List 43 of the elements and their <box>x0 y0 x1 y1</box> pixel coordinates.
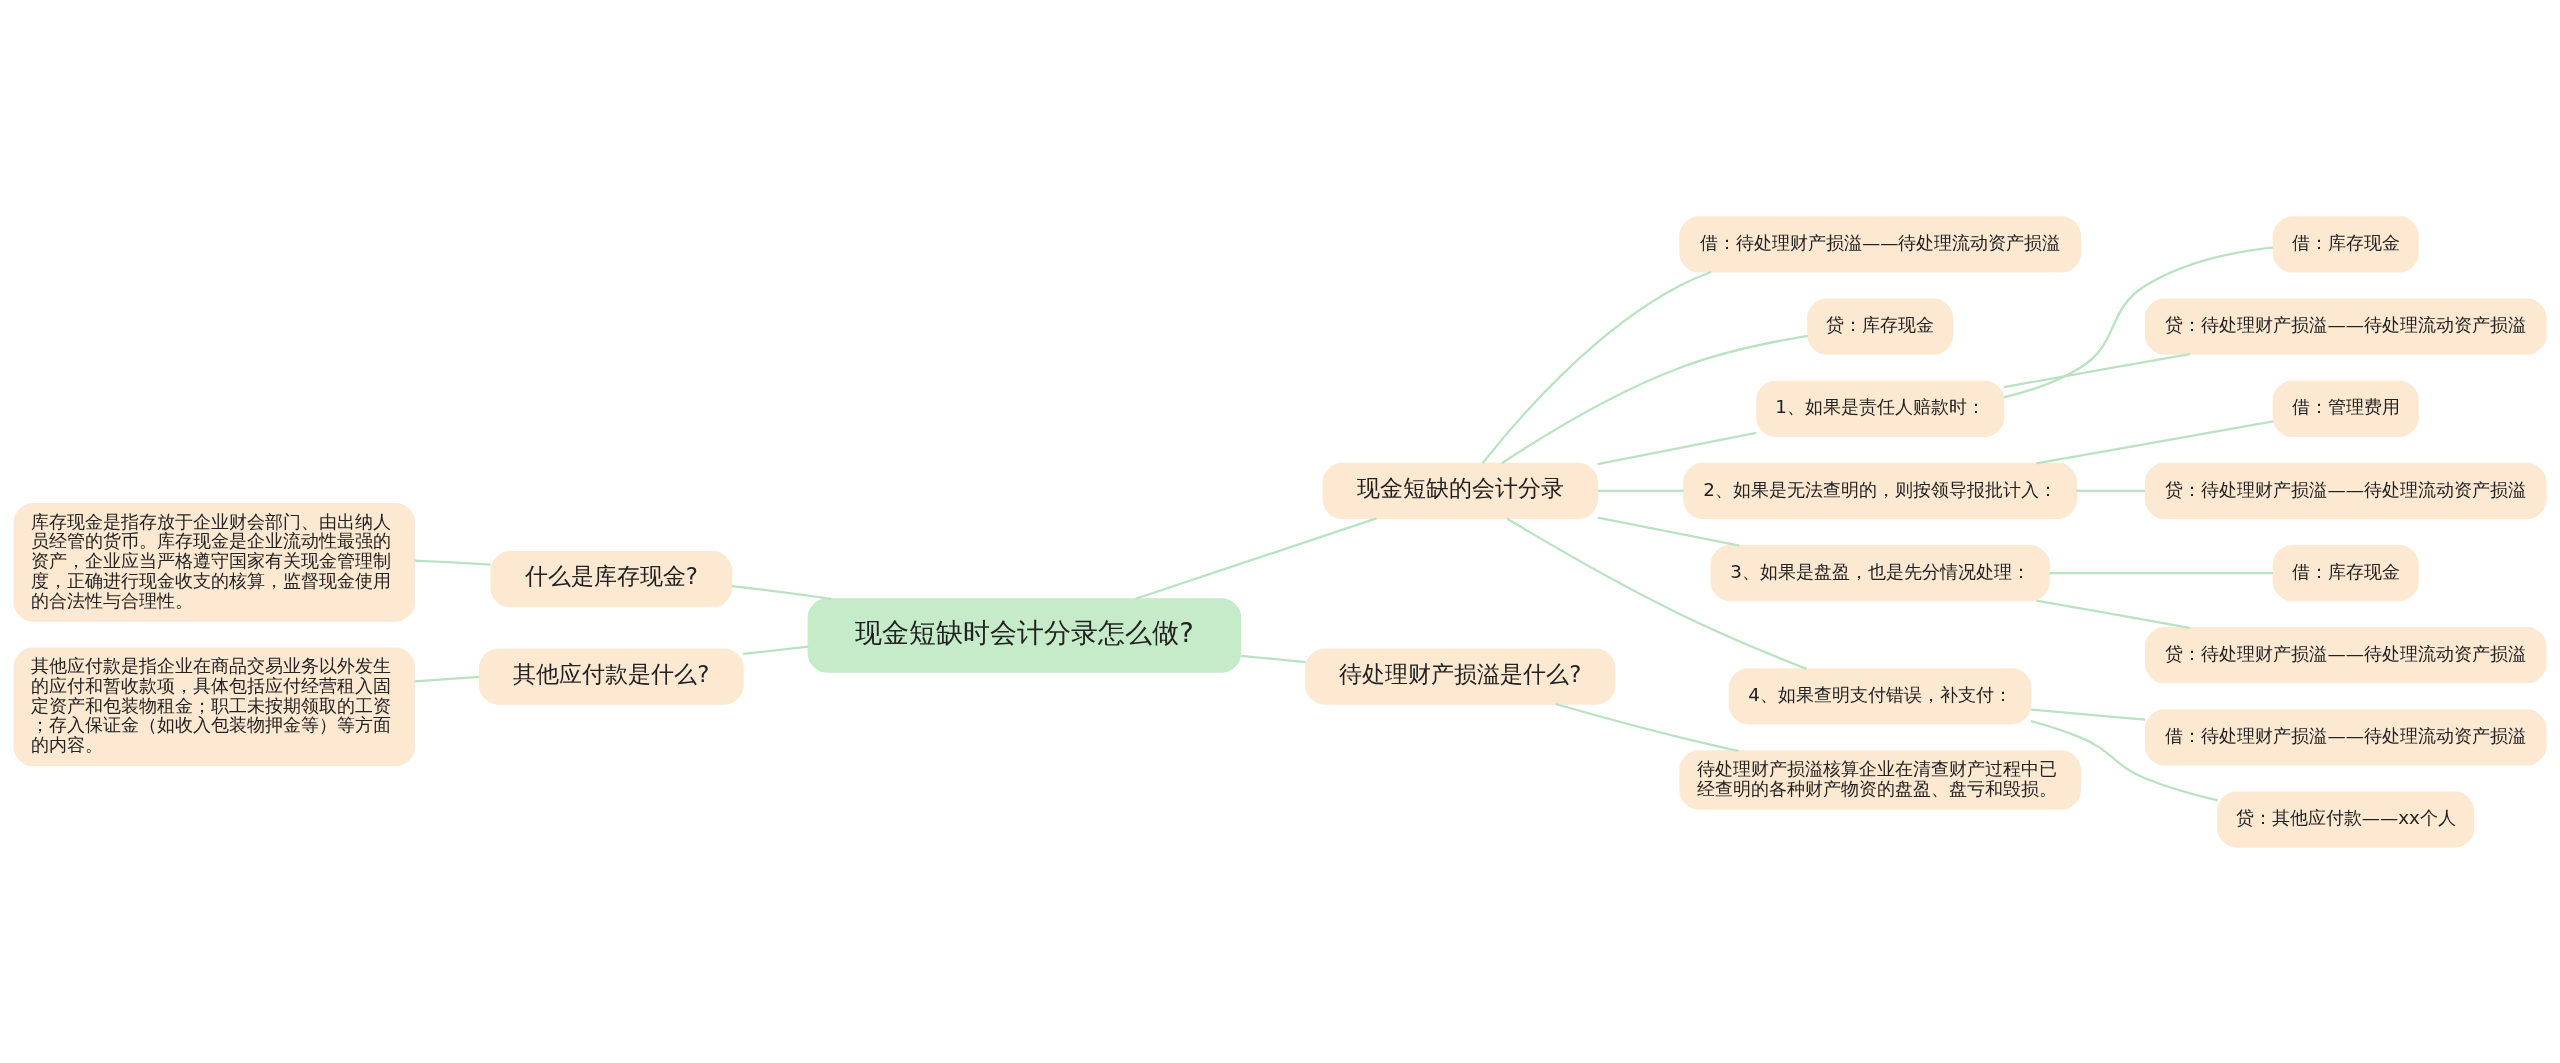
connector <box>1506 517 1807 670</box>
connector <box>2031 707 2146 721</box>
connector <box>1597 431 1757 465</box>
connector <box>2030 719 2218 802</box>
node-box: 现金短缺的会计分录 <box>1322 462 1598 519</box>
connector <box>1597 516 1740 547</box>
connector <box>1240 654 1306 663</box>
connector <box>2049 571 2274 574</box>
node-box: 3、如果是盘盈，也是先分情况处理： <box>1710 544 2050 601</box>
node-box: 其他应付款是什么? <box>479 647 744 705</box>
connector <box>1555 702 1739 752</box>
connector <box>1481 270 1712 464</box>
connector <box>2076 489 2146 492</box>
connector <box>2003 352 2191 388</box>
node-box: 什么是库存现金? <box>490 550 733 607</box>
node-box: 借：待处理财产损溢——待处理流动资产损溢 <box>2144 708 2547 765</box>
node-box: 贷：待处理财产损溢——待处理流动资产损溢 <box>2144 298 2547 355</box>
connector <box>414 558 491 566</box>
node-box: 借：管理费用 <box>2272 380 2419 437</box>
node-box: 借：库存现金 <box>2272 544 2419 601</box>
node-box: 借：待处理财产损溢——待处理流动资产损溢 <box>1679 215 2081 273</box>
node-box: 现金短缺时会计分录怎么做? <box>807 597 1242 673</box>
connector <box>2003 245 2274 398</box>
node-box: 待处理财产损溢核算企业在清查财产过程中已经查明的各种财产物资的盘盈、盘亏和毁损。 <box>1679 749 2081 810</box>
connector <box>1501 334 1808 464</box>
connector <box>1135 516 1377 600</box>
node-box: 借：库存现金 <box>2272 215 2419 273</box>
connector <box>731 584 832 600</box>
node-box: 贷：待处理财产损溢——待处理流动资产损溢 <box>2144 626 2547 683</box>
connector <box>2036 419 2274 465</box>
node-box: 待处理财产损溢是什么? <box>1305 647 1616 705</box>
node-box: 库存现金是指存放于企业财会部门、由出纳人员经管的货币。库存现金是企业流动性最强的资产，企业应当严格遵守国家有关现金管理制度，正确进行现金收支的核算，监督现金使用的合法性与合理性。 <box>13 502 416 622</box>
node-box: 贷：库存现金 <box>1807 298 1954 355</box>
connector <box>1597 489 1684 492</box>
node-box: 贷：其他应付款——xx个人 <box>2217 790 2475 848</box>
connector <box>414 675 480 682</box>
connector <box>2036 598 2190 629</box>
node-box: 4、如果查明支付错误，补支付： <box>1728 667 2032 724</box>
node-box: 2、如果是无法查明的，则按领导报批计入： <box>1683 462 2078 519</box>
node-box: 其他应付款是指企业在商品交易业务以外发生的应付和暂收款项，具体包括应付经营租入固定资产和包装物租金；职工未按期领取的工资；存入保证金（如收入包装物押金等）等方面的内容。 <box>13 647 416 766</box>
node-box: 1、如果是责任人赔款时： <box>1756 380 2005 437</box>
node-box: 贷：待处理财产损溢——待处理流动资产损溢 <box>2144 462 2547 519</box>
connector <box>743 645 809 655</box>
